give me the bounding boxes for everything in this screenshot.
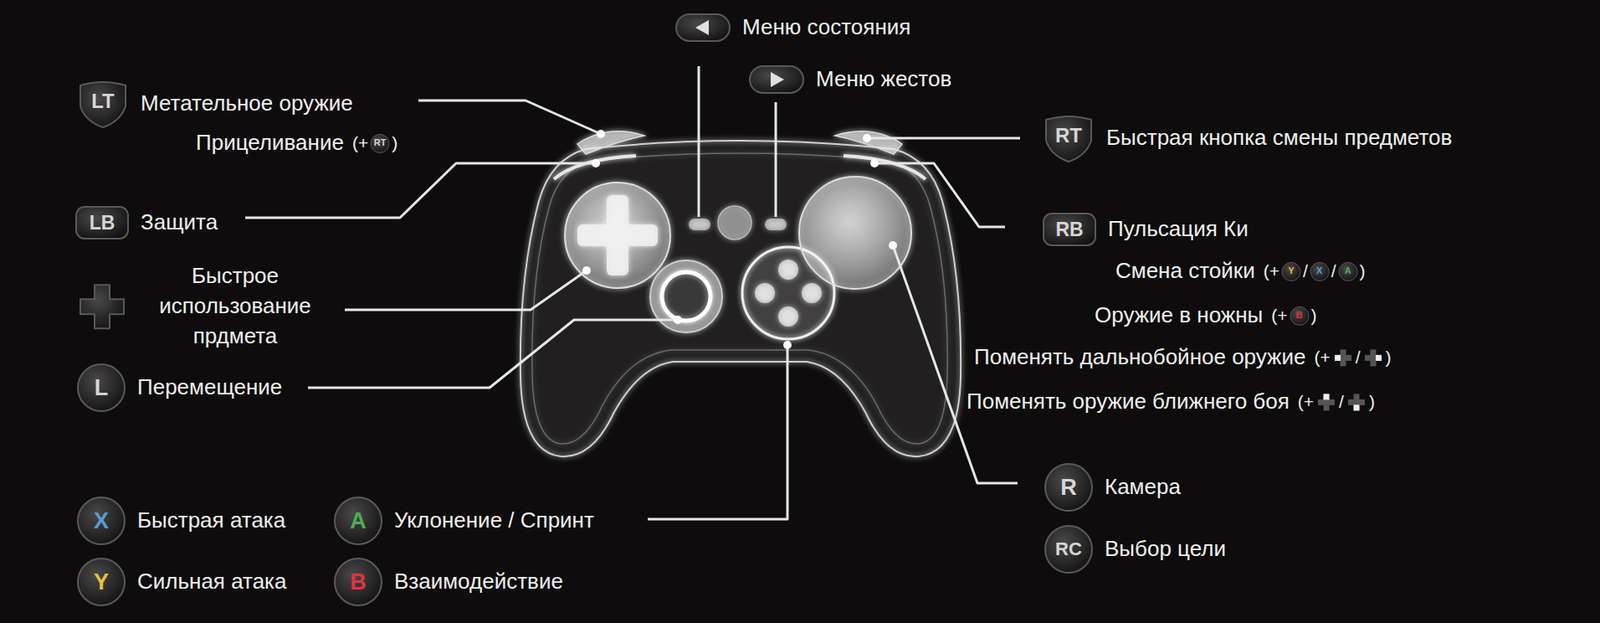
button-letter: B bbox=[1296, 311, 1303, 321]
callout-row: Оружие в ножны (+ B) bbox=[1094, 302, 1318, 329]
button-badge: LB bbox=[75, 205, 129, 240]
callout-row: RC Выбор цели bbox=[1044, 524, 1226, 574]
callout-row: LT Метательное оружие bbox=[76, 78, 354, 129]
function-label: Взаимодействие bbox=[394, 568, 564, 595]
callout-row: R Камера bbox=[1044, 462, 1181, 512]
function-label: / bbox=[1302, 260, 1308, 282]
button-letter: RT bbox=[374, 138, 387, 149]
button-badge: X bbox=[1309, 261, 1330, 282]
button-icon bbox=[1364, 348, 1383, 367]
button-icon bbox=[1347, 392, 1366, 411]
callout-row: Прицеливание (+ RT) bbox=[195, 129, 398, 156]
button-badge: L bbox=[76, 363, 126, 412]
function-label: ) bbox=[1359, 260, 1366, 282]
function-label: (+ bbox=[1297, 390, 1314, 412]
button-badge: Y bbox=[1281, 261, 1302, 282]
function-label: ) bbox=[391, 132, 398, 154]
button-letter: X bbox=[93, 509, 109, 533]
button-letter: L bbox=[94, 376, 109, 400]
function-label: (+ bbox=[1263, 260, 1280, 282]
button-letter: B bbox=[349, 570, 367, 594]
callout-row: Y Сильная атака bbox=[76, 557, 288, 606]
callout-row: Меню жестов bbox=[747, 65, 952, 94]
function-label: Поменять дальнобойное оружие bbox=[974, 343, 1306, 370]
button-letter: Y bbox=[1287, 266, 1294, 277]
button-letter: R bbox=[1060, 476, 1077, 499]
callout-row: B Взаимодействие bbox=[333, 557, 564, 606]
callout-row: L Перемещение bbox=[76, 363, 283, 412]
function-label: Быстрая кнопка смены предметов bbox=[1106, 124, 1452, 151]
function-label: Прицеливание bbox=[195, 129, 344, 156]
callout-row: RB Пульсация Ки bbox=[1042, 212, 1249, 247]
button-letter: A bbox=[349, 509, 367, 533]
function-label: Поменять оружие ближнего боя bbox=[966, 388, 1290, 415]
button-badge: RT bbox=[369, 133, 390, 154]
callout-row: LB Защита bbox=[75, 205, 218, 240]
function-label: ) bbox=[1369, 390, 1375, 412]
button-icon bbox=[1317, 392, 1336, 411]
function-label: Защита bbox=[140, 209, 218, 236]
button-badge: Y bbox=[76, 557, 126, 606]
function-label: Метательное оружие bbox=[140, 90, 354, 117]
function-label: (+ bbox=[352, 132, 369, 154]
function-label: Уклонение / Спринт bbox=[394, 507, 595, 534]
button-badge: LT bbox=[76, 78, 129, 129]
function-label: Меню состояния bbox=[742, 14, 911, 41]
button-badge: B bbox=[1289, 305, 1310, 326]
button-letter: RC bbox=[1055, 539, 1083, 559]
callout-row: Поменять дальнобойное оружие (+ /) bbox=[974, 343, 1392, 370]
button-icon bbox=[675, 13, 731, 42]
function-label: / bbox=[1331, 260, 1337, 282]
callout-row: X Быстрая атака bbox=[76, 496, 286, 545]
function-label: / bbox=[1355, 346, 1361, 368]
function-label: Быстрое использование прдмета bbox=[138, 261, 332, 352]
callout-row: Меню состояния bbox=[673, 13, 911, 42]
button-badge: RC bbox=[1044, 524, 1093, 574]
function-label: (+ bbox=[1271, 304, 1288, 326]
button-letter: LB bbox=[89, 213, 116, 233]
function-label: Выбор цели bbox=[1104, 535, 1226, 562]
button-icon bbox=[1333, 348, 1353, 367]
button-letter: RB bbox=[1055, 220, 1083, 240]
function-label: Пульсация Ки bbox=[1107, 215, 1249, 242]
function-label: Оружие в ножны bbox=[1094, 302, 1263, 329]
function-label: / bbox=[1338, 390, 1344, 412]
function-label: (+ bbox=[1313, 346, 1330, 368]
callout-row: Смена стойки (+ Y / X / A) bbox=[1115, 257, 1366, 284]
button-letter: A bbox=[1344, 266, 1352, 277]
callout-row: Быстрое использование прдмета bbox=[76, 261, 332, 352]
function-label: Меню жестов bbox=[815, 66, 952, 93]
function-label: Камера bbox=[1104, 473, 1181, 500]
button-badge: R bbox=[1044, 462, 1093, 512]
function-label: Перемещение bbox=[137, 374, 283, 400]
function-label: Быстрая атака bbox=[137, 507, 286, 534]
button-badge: RT bbox=[1042, 112, 1095, 164]
function-label: Сильная атака bbox=[137, 568, 288, 595]
button-letter: LT bbox=[91, 91, 115, 112]
button-badge: X bbox=[76, 496, 126, 545]
button-letter: Y bbox=[93, 570, 109, 594]
button-badge: A bbox=[1338, 261, 1359, 282]
callout-row: Поменять оружие ближнего боя (+ /) bbox=[966, 388, 1375, 415]
button-badge: A bbox=[333, 496, 383, 545]
function-label: ) bbox=[1385, 346, 1392, 368]
button-badge: RB bbox=[1042, 212, 1097, 247]
function-label: Смена стойки bbox=[1115, 257, 1256, 284]
button-letter: RT bbox=[1055, 125, 1083, 146]
button-icon bbox=[748, 65, 805, 94]
callout-row: A Уклонение / Спринт bbox=[333, 496, 595, 545]
button-letter: X bbox=[1316, 266, 1323, 277]
function-label: ) bbox=[1311, 304, 1318, 326]
button-badge: B bbox=[333, 557, 383, 606]
callout-row: RT Быстрая кнопка смены предметов bbox=[1042, 112, 1452, 164]
button-icon bbox=[78, 282, 126, 330]
